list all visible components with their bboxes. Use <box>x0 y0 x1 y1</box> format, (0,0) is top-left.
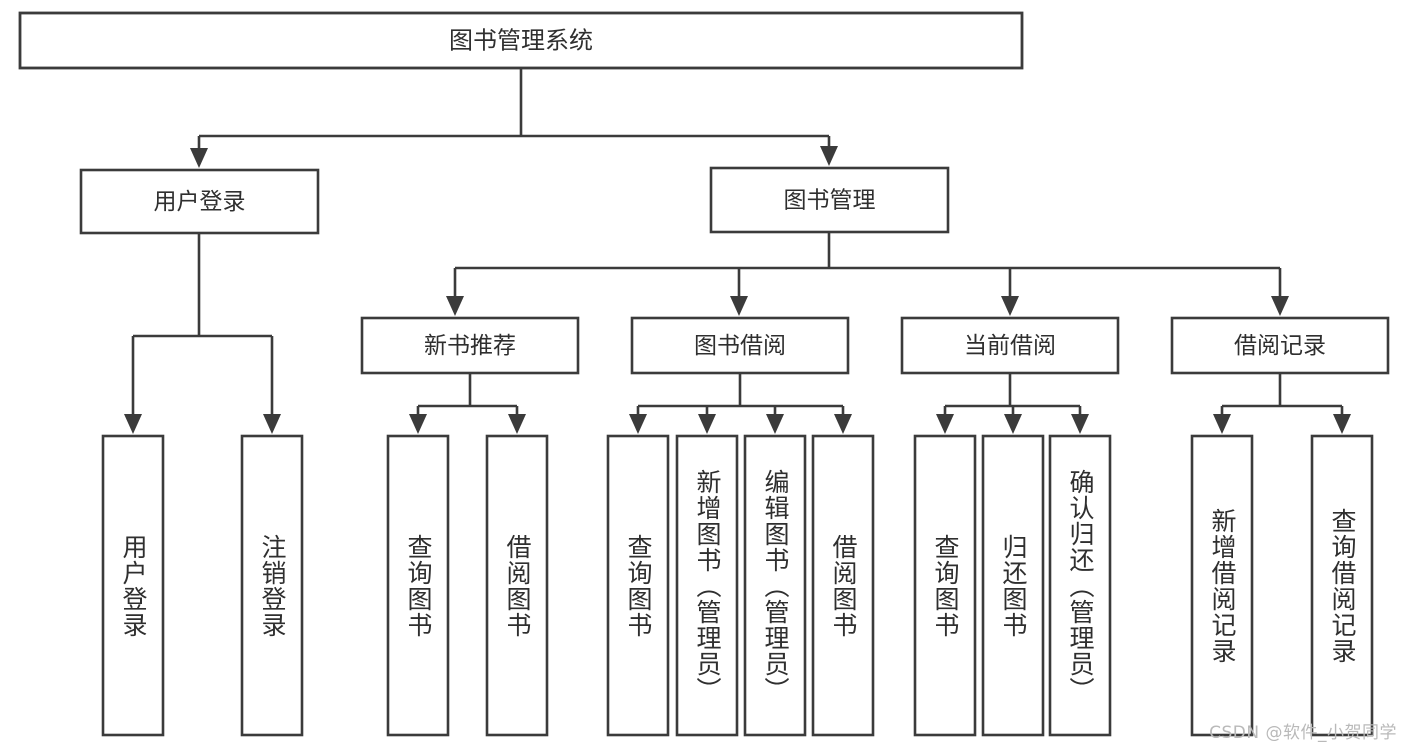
node-current-borrow[interactable]: 当前借阅 <box>900 316 1120 375</box>
node-book-manage-label: 图书管理 <box>784 188 876 214</box>
arrow-head-icon <box>1213 414 1231 434</box>
arrow-head-icon <box>1333 414 1351 434</box>
arrow-head-icon <box>820 146 838 166</box>
arrow-head-icon <box>124 414 142 434</box>
connectors-layer <box>124 68 1351 434</box>
node-leaf-query-book-2-rect[interactable] <box>606 434 670 737</box>
node-new-book-recommend-label: 新书推荐 <box>424 333 516 359</box>
node-book-manage-rect[interactable] <box>709 166 950 234</box>
node-leaf-confirm-return-rect[interactable] <box>1048 434 1112 737</box>
arrow-head-icon <box>629 414 647 434</box>
arrow-head-icon <box>508 414 526 434</box>
arrow-head-icon <box>1271 296 1289 316</box>
node-leaf-user-logout-rect[interactable] <box>240 434 304 737</box>
node-user-login-label: 用户登录 <box>154 189 246 215</box>
arrow-head-icon <box>409 414 427 434</box>
node-leaf-user-login-rect[interactable] <box>101 434 165 737</box>
node-leaf-query-book-3-rect[interactable] <box>913 434 977 737</box>
node-leaf-borrow-book-1-rect[interactable] <box>485 434 549 737</box>
node-current-borrow-rect[interactable] <box>900 316 1120 375</box>
arrow-head-icon <box>1001 296 1019 316</box>
node-leaf-add-record-rect[interactable] <box>1190 434 1254 737</box>
node-leaf-add-book-rect[interactable] <box>675 434 739 737</box>
node-leaf-edit-book-rect[interactable] <box>743 434 807 737</box>
arrow-head-icon <box>766 414 784 434</box>
node-book-borrow-label: 图书借阅 <box>694 333 786 359</box>
root-node-label: 图书管理系统 <box>449 27 593 55</box>
node-book-borrow-rect[interactable] <box>630 316 850 375</box>
node-leaf-return-book-rect[interactable] <box>981 434 1045 737</box>
node-new-book-recommend-rect[interactable] <box>360 316 580 375</box>
node-leaf-borrow-book-2-rect[interactable] <box>811 434 875 737</box>
root-node[interactable]: 图书管理系统 <box>18 11 1024 70</box>
arrow-head-icon <box>263 414 281 434</box>
node-user-login[interactable]: 用户登录 <box>79 168 320 235</box>
arrow-head-icon <box>698 414 716 434</box>
node-leaf-query-record-rect[interactable] <box>1310 434 1374 737</box>
node-current-borrow-label: 当前借阅 <box>964 333 1056 359</box>
root-node-rect[interactable] <box>18 11 1024 70</box>
node-borrow-record-label: 借阅记录 <box>1234 333 1326 359</box>
arrow-head-icon <box>446 296 464 316</box>
arrow-head-icon <box>834 414 852 434</box>
arrow-head-icon <box>190 148 208 168</box>
arrow-head-icon <box>1004 414 1022 434</box>
node-borrow-record[interactable]: 借阅记录 <box>1170 316 1390 375</box>
node-user-login-rect[interactable] <box>79 168 320 235</box>
arrow-head-icon <box>1071 414 1089 434</box>
node-new-book-recommend[interactable]: 新书推荐 <box>360 316 580 375</box>
arrow-head-icon <box>730 296 748 316</box>
node-book-borrow[interactable]: 图书借阅 <box>630 316 850 375</box>
arrow-head-icon <box>936 414 954 434</box>
node-book-manage[interactable]: 图书管理 <box>709 166 950 234</box>
node-borrow-record-rect[interactable] <box>1170 316 1390 375</box>
node-leaf-query-book-1-rect[interactable] <box>386 434 450 737</box>
watermark-text: CSDN @软件_小贺同学 <box>1209 723 1397 743</box>
